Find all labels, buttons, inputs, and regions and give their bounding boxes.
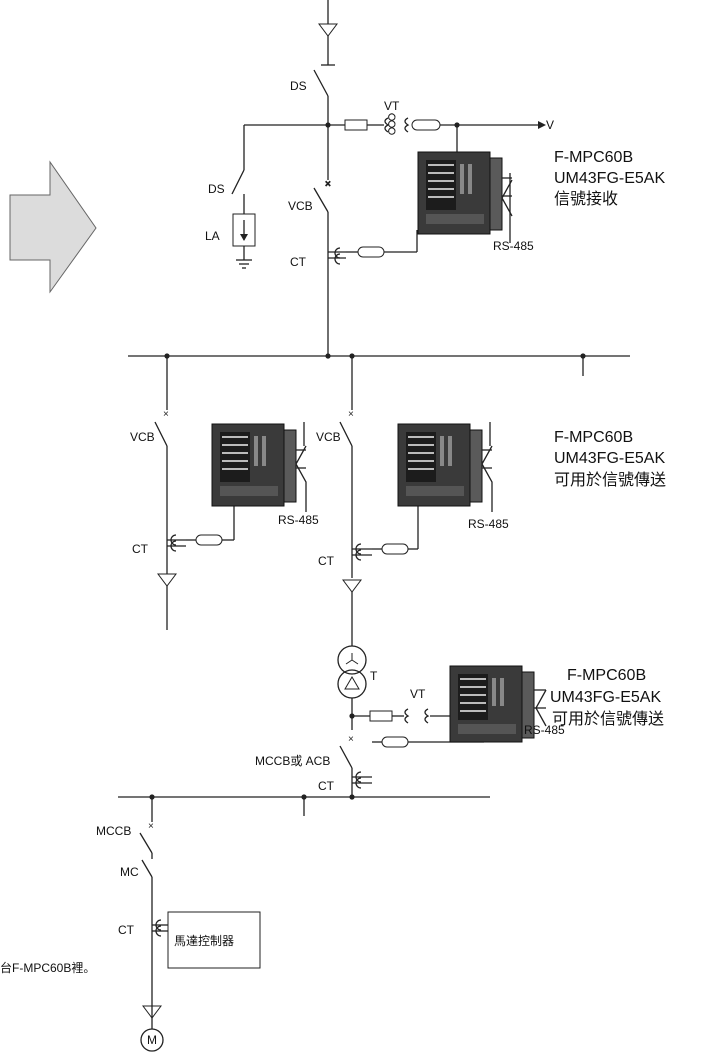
ct-low-label: CT [318,779,335,793]
note-middle-line3: 可用於信號傳送 [554,471,666,489]
rs485-left-label: RS-485 [278,513,319,527]
lv-bus [118,794,490,816]
process-arrow [9,160,97,294]
transformer: × [337,645,462,770]
rs485-lower-label: RS-485 [524,723,565,737]
ct-main [328,230,418,265]
la-branch [231,125,256,269]
vcb-left-label: VCB [130,430,155,444]
ct-motor-label: CT [118,923,135,937]
vcb-main-label: VCB [288,199,313,213]
note-top-line1: F-MPC60B [554,149,633,166]
svg-text:×: × [148,821,154,832]
mccb-label: MCCB [96,824,131,838]
vt-top-label: VT [384,99,400,113]
rs485-mid-label: RS-485 [468,517,509,531]
note-middle-line2: UM43FG-E5AK [554,450,665,467]
la-label: LA [205,229,220,243]
note-lower-line3: 可用於信號傳送 [552,710,664,728]
ct-left-label: CT [132,542,149,556]
svg-text:×: × [348,734,354,745]
vt-low-label: VT [410,687,426,701]
ct-mid-label: CT [318,554,335,568]
motor-controller-label: 馬達控制器 [174,934,234,948]
vt-branch [244,113,546,152]
note-middle-line1: F-MPC60B [554,429,633,446]
svg-text:×: × [163,409,169,420]
meter-lower [449,665,547,743]
main-bus [128,353,630,376]
incoming-line: × [313,0,338,356]
motor-feeder: × [139,797,168,1052]
ds-top-label: DS [290,79,307,93]
vcb-mid-label: VCB [316,430,341,444]
rs485-top-label: RS-485 [493,239,534,253]
lower-ct [351,736,485,797]
motor-controller-box [167,911,261,969]
middle-feeder: × [339,356,419,646]
v-label: V [546,118,554,132]
svg-text:×: × [348,409,354,420]
ds-la-label: DS [208,182,225,196]
footnote-text: 台F-MPC60B裡。 [0,960,95,975]
meter-middle [397,422,493,512]
note-lower-line2: UM43FG-E5AK [550,689,661,706]
mccb-acb-label: MCCB或 ACB [255,754,330,768]
mc-label: MC [120,865,139,879]
note-top-line3: 信號接收 [554,190,618,208]
transformer-label: T [370,669,378,683]
ct-main-label: CT [290,255,307,269]
svg-text:×: × [325,179,331,190]
meter-top [417,151,513,243]
meter-left [211,422,307,512]
note-lower-line1: F-MPC60B [567,667,646,684]
note-top-line2: UM43FG-E5AK [554,170,665,187]
motor-label: M [147,1033,157,1047]
left-feeder: × [154,356,235,630]
